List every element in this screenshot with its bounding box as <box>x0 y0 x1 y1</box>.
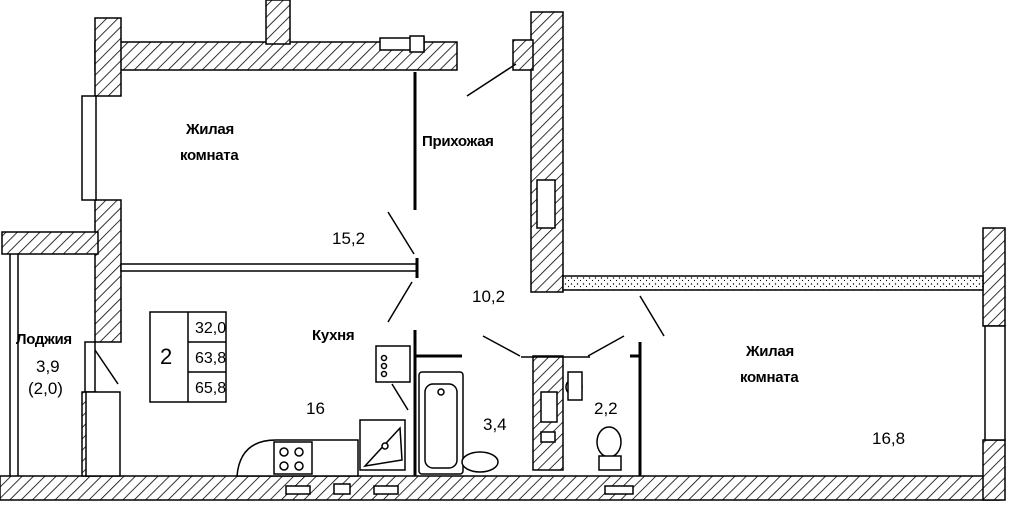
toilet-fixtures <box>565 371 622 471</box>
total-area-with-loggia-value: 65,8 <box>195 380 226 397</box>
rooms-count: 2 <box>160 344 172 369</box>
living-room-1-area: 15,2 <box>332 229 365 248</box>
bathroom-area: 3,4 <box>483 415 507 434</box>
washbasin-icon <box>461 451 499 473</box>
living-area-value: 32,0 <box>195 320 226 337</box>
living-room-2-label-line1: Жилая <box>745 343 794 360</box>
toilet-icon <box>596 426 622 458</box>
partitions <box>9 35 1006 477</box>
exterior-walls <box>0 0 1006 501</box>
wall-center <box>530 11 564 293</box>
wall-loggia-top <box>1 231 99 255</box>
wall-dotted-partition <box>562 275 984 291</box>
total-area-value: 63,8 <box>195 350 226 367</box>
wall-right-upper <box>982 227 1006 327</box>
summary-table <box>149 311 227 403</box>
wall-left-mid <box>94 199 122 343</box>
loggia-area-reduced: (2,0) <box>28 379 63 398</box>
door-swings <box>94 63 665 385</box>
kitchen-fixtures <box>236 345 411 477</box>
living-room-2-label-line2: комната <box>740 369 799 386</box>
bathroom-fixtures <box>418 179 558 475</box>
wall-right-lower <box>982 439 1006 501</box>
toilet-area: 2,2 <box>594 399 618 418</box>
living-room-1-label-line1: Жилая <box>185 121 234 138</box>
kitchen-area: 16 <box>306 399 325 418</box>
stove-icon <box>273 441 313 475</box>
loggia-label: Лоджия <box>16 331 72 348</box>
wall-center-stub <box>512 39 534 71</box>
radiator-icon <box>540 391 558 423</box>
wall-left-upper <box>94 17 122 97</box>
loggia-area: 3,9 <box>36 357 60 376</box>
radiators <box>285 483 634 495</box>
hallway-area: 10,2 <box>472 287 505 306</box>
wall-bottom <box>0 475 1001 501</box>
kitchen-label: Кухня <box>312 327 354 344</box>
hallway-label: Прихожая <box>422 133 494 150</box>
living-room-2-area: 16,8 <box>872 429 905 448</box>
living-room-1-label-line2: комната <box>180 147 239 164</box>
wall-top-stub <box>265 0 291 45</box>
